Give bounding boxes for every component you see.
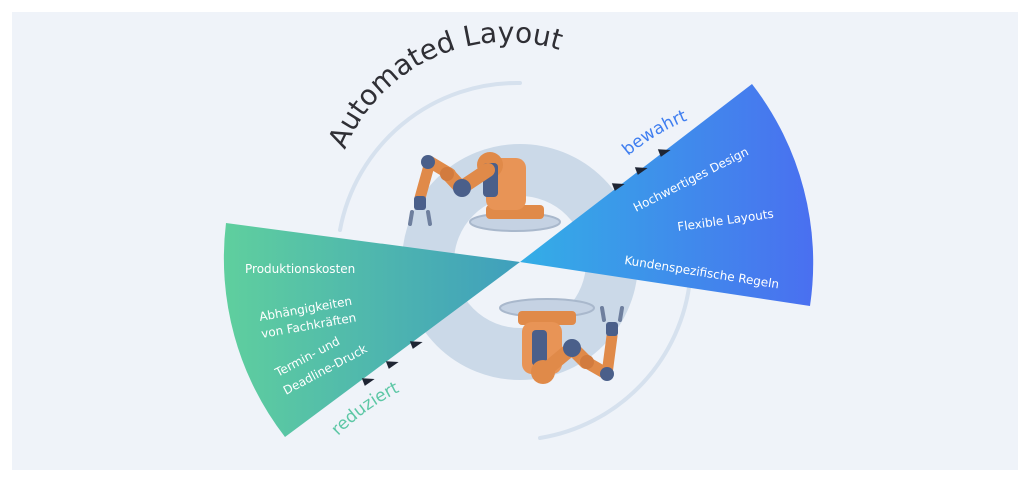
background-panel — [12, 12, 1018, 470]
robot-arm-icon — [408, 152, 561, 232]
triangle-marker-icon — [611, 183, 625, 191]
left-fan-segment — [223, 223, 520, 437]
right-fan-segment — [520, 84, 814, 306]
outer-arc-bottom — [538, 278, 692, 440]
triangle-marker-icon — [409, 341, 423, 349]
triangle-marker-icon — [657, 149, 671, 157]
triangle-marker-icon — [634, 167, 648, 175]
triangle-marker-icon — [361, 378, 375, 386]
left-item-produktionskosten: Produktionskosten — [245, 262, 355, 276]
triangle-marker-icon — [385, 361, 399, 369]
robot-arm-icon — [499, 298, 624, 384]
outer-arc-top — [338, 80, 522, 232]
